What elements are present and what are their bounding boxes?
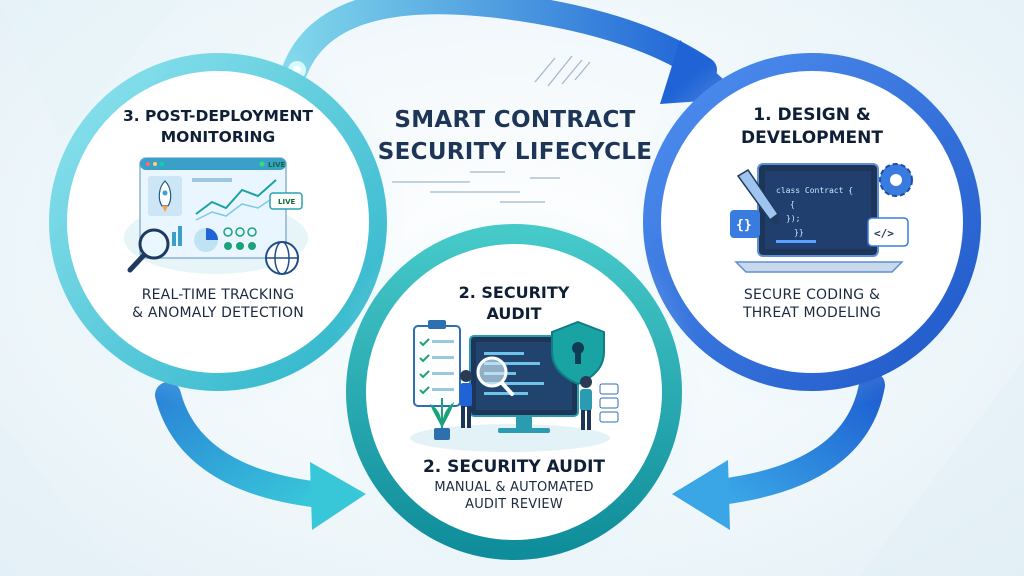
- live-tag: LIVE: [269, 192, 303, 210]
- braces-icon: {}: [730, 210, 760, 238]
- magnifier-icon: [476, 356, 514, 396]
- audit-top-title-line-2: AUDIT: [486, 304, 542, 323]
- pen-icon: [736, 168, 780, 226]
- code-tag-icon: </>: [867, 217, 909, 247]
- audit-desc-line-2: AUDIT REVIEW: [465, 497, 563, 512]
- magnifier-icon: [127, 228, 170, 273]
- design-description: SECURE CODING & THREAT MODELING: [702, 286, 922, 322]
- audit-illustration: [410, 320, 619, 452]
- svg-text:{}: {}: [736, 218, 752, 233]
- plant-icon: [430, 398, 454, 440]
- title-line-2: SECURITY LIFECYCLE: [377, 139, 653, 165]
- globe-icon: [265, 241, 299, 275]
- monitoring-illustration: LIVE LIVE: [124, 157, 308, 275]
- title-decoration-lines: [392, 55, 591, 203]
- design-desc-line-1: SECURE CODING &: [743, 287, 881, 303]
- design-illustration: class Contract { { }); }} {} </>: [730, 163, 913, 273]
- monitoring-title-line-1: 3. POST-DEPLOYMENT: [122, 107, 314, 125]
- arrow-to-audit-left: [155, 382, 366, 530]
- code-line-1: class Contract {: [776, 186, 853, 195]
- code-line-2: {: [790, 200, 795, 209]
- monitoring-title-line-2: MONITORING: [160, 128, 276, 146]
- monitoring-desc-line-1: REAL-TIME TRACKING: [141, 287, 295, 303]
- people-icon: [460, 370, 592, 430]
- code-line-3: });: [786, 214, 800, 223]
- diagram-title: SMART CONTRACT SECURITY LIFECYCLE: [370, 104, 660, 168]
- live-badge-text: LIVE: [268, 161, 285, 169]
- line-chart-icon: [192, 178, 277, 221]
- code-line-4: }}: [794, 228, 804, 237]
- arrow-monitoring-to-design: [282, 0, 744, 104]
- design-title: 1. DESIGN & DEVELOPMENT: [702, 104, 922, 150]
- audit-desc-line-1: MANUAL & AUTOMATED: [434, 480, 594, 495]
- shield-lock-icon: [551, 320, 605, 386]
- rocket-icon: [148, 176, 182, 216]
- design-desc-line-2: THREAT MODELING: [742, 305, 882, 321]
- monitoring-desc-line-2: & ANOMALY DETECTION: [132, 305, 304, 321]
- audit-description: MANUAL & AUTOMATED AUDIT REVIEW: [394, 479, 634, 513]
- title-line-1: SMART CONTRACT: [394, 107, 636, 133]
- svg-text:</>: </>: [874, 227, 894, 240]
- status-dots: [223, 227, 257, 250]
- laptop-icon: class Contract { { }); }}: [734, 163, 904, 273]
- monitoring-description: REAL-TIME TRACKING & ANOMALY DETECTION: [98, 286, 338, 322]
- audit-title: 2. SECURITY AUDIT: [422, 457, 606, 477]
- monitoring-title: 3. POST-DEPLOYMENT MONITORING: [98, 106, 338, 148]
- audit-top-title-line-1: 2. SECURITY: [458, 283, 570, 302]
- code-chip-stack: [599, 383, 619, 423]
- design-title-line-2: DEVELOPMENT: [741, 128, 883, 148]
- arrow-design-to-audit: [672, 372, 885, 530]
- live-tag-text: LIVE: [278, 198, 295, 206]
- audit-monitor: [469, 335, 579, 433]
- design-title-line-1: 1. DESIGN &: [753, 105, 871, 125]
- checklist-icon: [413, 320, 461, 407]
- gear-icon: [879, 163, 913, 197]
- audit-top-title: 2. SECURITY AUDIT: [414, 282, 614, 324]
